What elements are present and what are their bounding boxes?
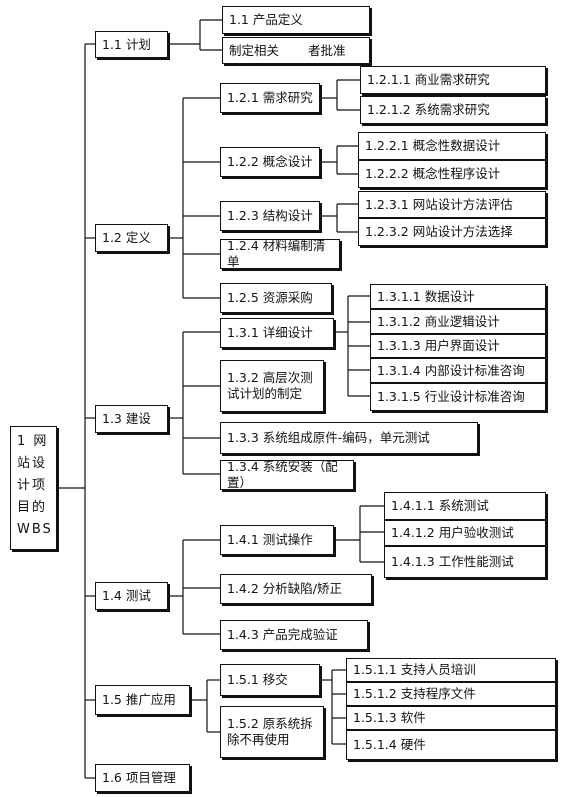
node-label: 1.4.3 产品完成验证	[227, 627, 338, 642]
node-1-3-3: 1.3.3 系统组成原件-编码，单元测试	[220, 422, 478, 454]
node-label: 1.1 计划	[102, 36, 151, 52]
node-1-3-1-3: 1.3.1.3 用户界面设计	[370, 334, 546, 358]
node-label: 1.4.1.3 工作性能测试	[391, 554, 514, 569]
node-1-2-2: 1.2.2 概念设计	[220, 147, 320, 177]
node-1-2-3: 1.2.3 结构设计	[220, 201, 320, 231]
node-label: 1.2 定义	[102, 230, 151, 245]
node-label: 1.5.2 原系统拆 除不再使用	[227, 716, 313, 747]
node-label: 1.5.1.1 支持人员培训	[353, 662, 476, 677]
node-1-2-1: 1.2.1 需求研究	[220, 83, 320, 113]
node-root-wbs: 1 网 站设 计项 目的 WBS	[10, 426, 57, 550]
node-label: 1.6 项目管理	[102, 770, 176, 785]
node-1-5-1-4: 1.5.1.4 硬件	[346, 730, 556, 760]
node-label: 1.2.1.2 系统需求研究	[367, 102, 490, 117]
node-label: 制定相关 者批准	[229, 42, 346, 58]
node-label: 1.2.4 材料编制清单	[227, 238, 326, 269]
node-1-3-1-2: 1.3.1.2 商业逻辑设计	[370, 309, 546, 334]
node-label: 1.2.1 需求研究	[227, 90, 313, 105]
node-label: 1.3.1.2 商业逻辑设计	[377, 313, 500, 329]
node-label: 1.5.1.2 支持程序文件	[353, 686, 476, 701]
node-label: 1.3.1.5 行业设计标准咨询	[377, 389, 525, 404]
node-1-2-1-2: 1.2.1.2 系统需求研究	[360, 96, 546, 124]
node-label: 1.2.5 资源采购	[227, 290, 313, 305]
node-label: 1.2.2.1 概念性数据设计	[365, 138, 501, 153]
node-label: 1.3.1 详细设计	[227, 325, 313, 340]
node-1-2-5: 1.2.5 资源采购	[220, 283, 332, 313]
node-1-1: 1.1 计划	[95, 31, 168, 58]
node-label: 1.3.1.1 数据设计	[377, 288, 475, 304]
node-1-5-2: 1.5.2 原系统拆 除不再使用	[220, 706, 324, 758]
node-1-2-1-1: 1.2.1.1 商业需求研究	[360, 66, 546, 94]
node-label: 1.4.1.1 系统测试	[391, 498, 489, 513]
node-1-2: 1.2 定义	[95, 224, 168, 252]
node-label: 1.2.1.1 商业需求研究	[367, 72, 490, 87]
node-1-5-1: 1.5.1 移交	[220, 664, 320, 696]
node-label: 1.2.2.2 概念性程序设计	[365, 166, 501, 181]
node-label: 1.3.4 系统安装（配置）	[227, 459, 338, 490]
node-label: 1.5.1.3 软件	[353, 710, 426, 725]
node-1-4-1: 1.4.1 测试操作	[220, 525, 334, 555]
node-1-5: 1.5 推广应用	[95, 685, 190, 715]
node-1-2-4: 1.2.4 材料编制清单	[220, 238, 340, 269]
node-1-2-2-1: 1.2.2.1 概念性数据设计	[358, 132, 546, 160]
node-label: 1.5.1.4 硬件	[353, 737, 426, 752]
node-label: 1.5.1 移交	[227, 672, 288, 687]
node-label: 1.3.1.4 内部设计标准咨询	[377, 362, 525, 378]
node-1-3-4: 1.3.4 系统安装（配置）	[220, 459, 354, 490]
node-1-5-1-3: 1.5.1.3 软件	[346, 706, 556, 730]
node-1-6: 1.6 项目管理	[95, 764, 190, 792]
node-label: 1.4 测试	[102, 588, 151, 603]
node-1-5-1-2: 1.5.1.2 支持程序文件	[346, 682, 556, 706]
node-label: 1.3.3 系统组成原件-编码，单元测试	[227, 430, 430, 445]
node-1-3-1-4: 1.3.1.4 内部设计标准咨询	[370, 358, 546, 383]
node-1-5-1-1: 1.5.1.1 支持人员培训	[346, 658, 556, 682]
node-1-4-1-1: 1.4.1.1 系统测试	[384, 492, 546, 520]
node-label: 1 网 站设 计项 目的 WBS	[17, 434, 53, 537]
node-label: 1.3 建设	[102, 411, 151, 426]
node-label: 1.1 产品定义	[229, 12, 303, 27]
node-1-4-1-3: 1.4.1.3 工作性能测试	[384, 546, 546, 578]
node-label: 1.3.1.3 用户界面设计	[377, 338, 500, 353]
node-1-3-1: 1.3.1 详细设计	[220, 318, 334, 348]
node-1-2-3-1: 1.2.3.1 网站设计方法评估	[358, 191, 546, 218]
node-label: 1.4.1.2 用户验收测试	[391, 525, 514, 540]
node-label: 1.5 推广应用	[102, 692, 176, 707]
node-1-3-1-1: 1.3.1.1 数据设计	[370, 284, 546, 309]
node-1-4: 1.4 测试	[95, 582, 168, 610]
node-label: 1.2.3 结构设计	[227, 208, 313, 223]
node-1-4-2: 1.4.2 分析缺陷/矫正	[220, 574, 372, 604]
node-1-4-3: 1.4.3 产品完成验证	[220, 620, 368, 650]
node-1-3-1-5: 1.3.1.5 行业设计标准咨询	[370, 383, 546, 411]
node-1-2-3-2: 1.2.3.2 网站设计方法选择	[358, 218, 546, 246]
node-label: 1.2.3.2 网站设计方法选择	[365, 224, 513, 239]
node-1-1-product-definition: 1.1 产品定义	[222, 6, 370, 34]
node-label: 1.4.1 测试操作	[227, 532, 313, 547]
node-1-1-stakeholder-approval: 制定相关 者批准	[222, 37, 370, 64]
node-label: 1.2.2 概念设计	[227, 154, 313, 169]
node-label: 1.3.2 高层次测 试计划的制定	[227, 370, 313, 401]
node-1-3: 1.3 建设	[95, 405, 168, 433]
node-label: 1.4.2 分析缺陷/矫正	[227, 581, 342, 596]
node-1-4-1-2: 1.4.1.2 用户验收测试	[384, 520, 546, 546]
node-1-2-2-2: 1.2.2.2 概念性程序设计	[358, 160, 546, 188]
node-1-3-2: 1.3.2 高层次测 试计划的制定	[220, 360, 324, 412]
node-label: 1.2.3.1 网站设计方法评估	[365, 196, 513, 212]
